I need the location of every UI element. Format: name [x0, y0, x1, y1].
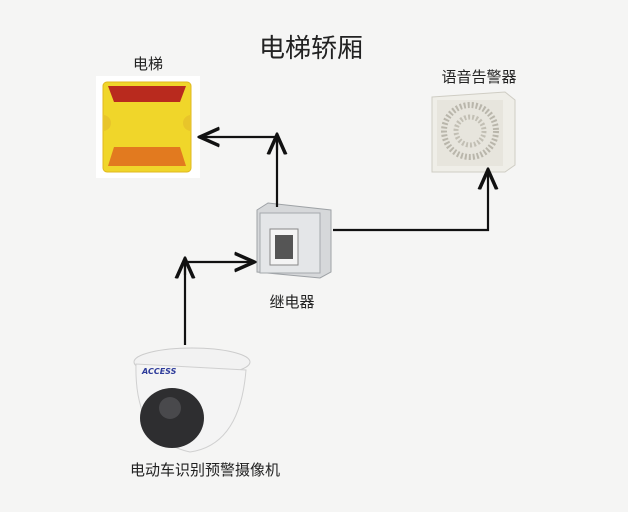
relay-label: 继电器: [269, 293, 315, 311]
speaker-image: [431, 91, 516, 173]
speaker-label: 语音告警器: [441, 68, 517, 86]
relay-to-speaker-arrow: [333, 172, 488, 232]
camera-logo: ACCESS: [141, 367, 177, 376]
camera-to-relay-arrow: [183, 262, 252, 345]
camera-label: 电动车识别预警摄像机: [129, 461, 281, 479]
elevator-pad-image: [96, 76, 200, 178]
relay-image: [256, 202, 332, 279]
elevator-label: 电梯: [132, 55, 164, 73]
diagram-title: 电梯轿厢: [258, 34, 364, 64]
relay-to-elevator-arrow: [202, 137, 279, 207]
camera-image: ACCESS: [133, 347, 251, 453]
